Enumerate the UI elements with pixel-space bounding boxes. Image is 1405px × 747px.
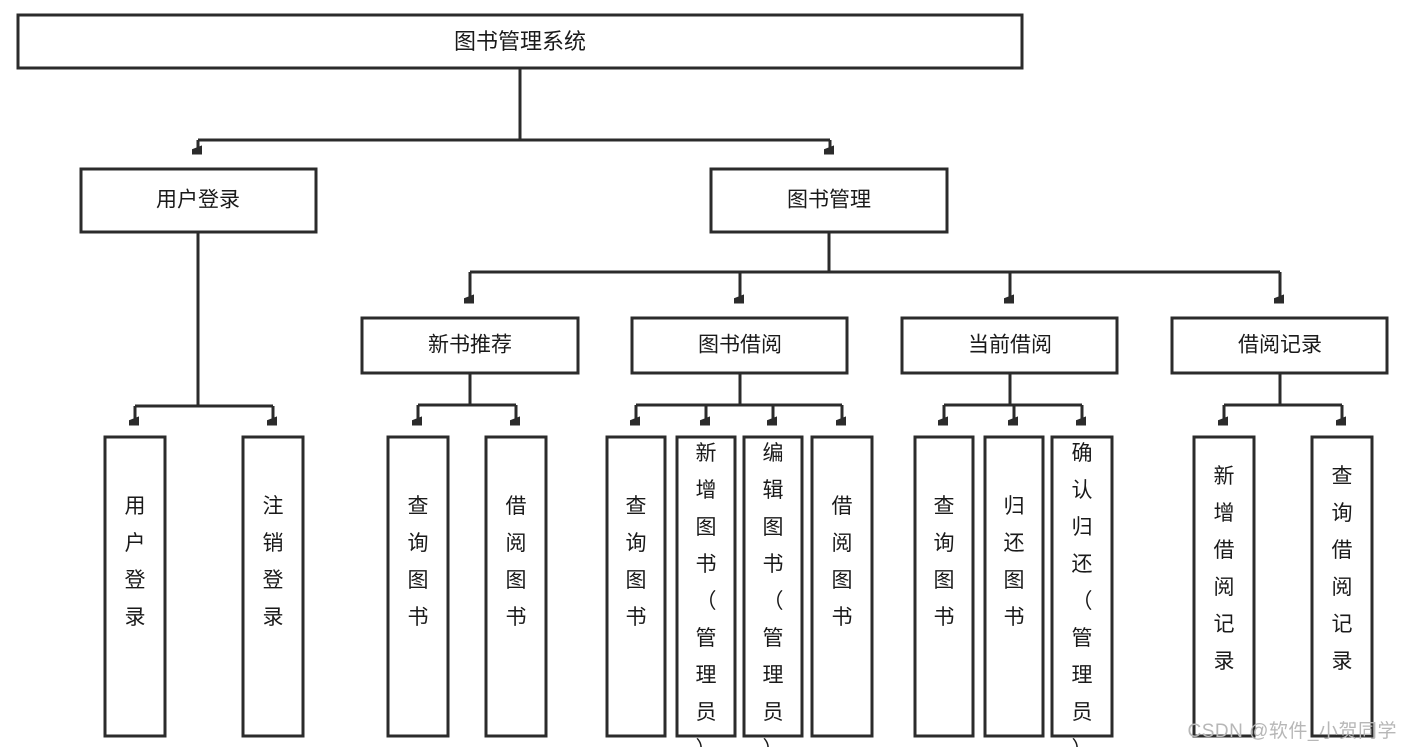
connector-group-root-to-level2 [198, 68, 830, 152]
leaf-box[interactable] [241, 435, 305, 738]
node-user-login-box[interactable] [79, 167, 318, 234]
node-root-label: 图书管理系统 [454, 29, 586, 54]
leaf-box[interactable] [484, 435, 548, 738]
node-book-management-box[interactable] [709, 167, 949, 234]
leaf-box[interactable] [913, 435, 975, 738]
node-new-book-recommend-box[interactable] [360, 316, 580, 375]
leaf-label: 编辑图书（管理员） [763, 442, 784, 747]
connector-group-borrow-to-leaves [636, 373, 842, 423]
leaf-node[interactable]: 归还图书 [983, 435, 1045, 738]
node-book-borrow-label: 图书借阅 [698, 334, 782, 357]
leaf-node[interactable]: 查询图书 [605, 435, 667, 738]
node-book-borrow[interactable]: 图书借阅 [630, 316, 849, 375]
leaf-box[interactable] [1310, 435, 1374, 738]
leaf-label: 新增图书（管理员） [696, 442, 717, 747]
leaf-node[interactable]: 注销登录 [241, 435, 305, 738]
leaf-label: 查询图书 [408, 495, 429, 629]
node-book-management[interactable]: 图书管理 [709, 167, 949, 234]
connector-group-newbook-to-leaves [418, 373, 516, 423]
connector-group-bookmgmt-to-level3 [470, 232, 1280, 301]
csdn-watermark: CSDN @软件_小贺同学 [1187, 721, 1397, 742]
leaf-node[interactable]: 新增图书（管理员） [675, 435, 737, 747]
leaf-box[interactable] [742, 435, 804, 738]
leaf-node[interactable]: 确认归还（管理员） [1050, 435, 1114, 747]
leaf-label: 用户登录 [125, 495, 146, 629]
node-root-book-management-system[interactable]: 图书管理系统 [16, 13, 1024, 70]
leaf-node[interactable]: 查询图书 [386, 435, 450, 738]
node-user-login[interactable]: 用户登录 [79, 167, 318, 234]
leaf-box[interactable] [1192, 435, 1256, 738]
leaf-box[interactable] [810, 435, 874, 738]
node-borrow-records-label: 借阅记录 [1238, 334, 1322, 357]
leaf-node[interactable]: 新增借阅记录 [1192, 435, 1256, 738]
node-current-borrow-label: 当前借阅 [968, 334, 1052, 357]
leaf-box[interactable] [983, 435, 1045, 738]
node-new-book-recommend-label: 新书推荐 [428, 334, 512, 357]
node-user-login-label: 用户登录 [156, 189, 240, 212]
leaf-label: 借阅图书 [832, 495, 853, 629]
leaf-box[interactable] [605, 435, 667, 738]
leaf-node[interactable]: 用户登录 [103, 435, 167, 738]
node-new-book-recommend[interactable]: 新书推荐 [360, 316, 580, 375]
leaf-box[interactable] [103, 435, 167, 738]
leaf-node[interactable]: 查询借阅记录 [1310, 435, 1374, 738]
leaf-label: 注销登录 [263, 495, 284, 629]
leaf-node[interactable]: 借阅图书 [484, 435, 548, 738]
leaf-box[interactable] [386, 435, 450, 738]
node-borrow-records-box[interactable] [1170, 316, 1389, 375]
connector-group-current-to-leaves [944, 373, 1082, 423]
node-current-borrow-box[interactable] [900, 316, 1119, 375]
leaf-label: 查询图书 [626, 495, 647, 629]
node-root-box[interactable] [16, 13, 1024, 70]
leaf-box[interactable] [675, 435, 737, 738]
connector-group-userlogin-to-leaves [135, 232, 273, 423]
node-book-management-label: 图书管理 [787, 189, 871, 212]
leaf-label: 新增借阅记录 [1214, 465, 1235, 673]
leaf-node[interactable]: 借阅图书 [810, 435, 874, 738]
node-current-borrow[interactable]: 当前借阅 [900, 316, 1119, 375]
leaf-label: 归还图书 [1004, 495, 1025, 629]
leaf-label: 借阅图书 [506, 495, 527, 629]
leaf-node[interactable]: 编辑图书（管理员） [742, 435, 804, 747]
node-book-borrow-box[interactable] [630, 316, 849, 375]
leaf-label: 确认归还（管理员） [1072, 442, 1093, 747]
leaf-label: 查询借阅记录 [1332, 465, 1353, 673]
leaf-node[interactable]: 查询图书 [913, 435, 975, 738]
leaf-label: 查询图书 [934, 495, 955, 629]
leaf-box[interactable] [1050, 435, 1114, 738]
connector-group-records-to-leaves [1224, 373, 1342, 423]
node-borrow-records[interactable]: 借阅记录 [1170, 316, 1389, 375]
